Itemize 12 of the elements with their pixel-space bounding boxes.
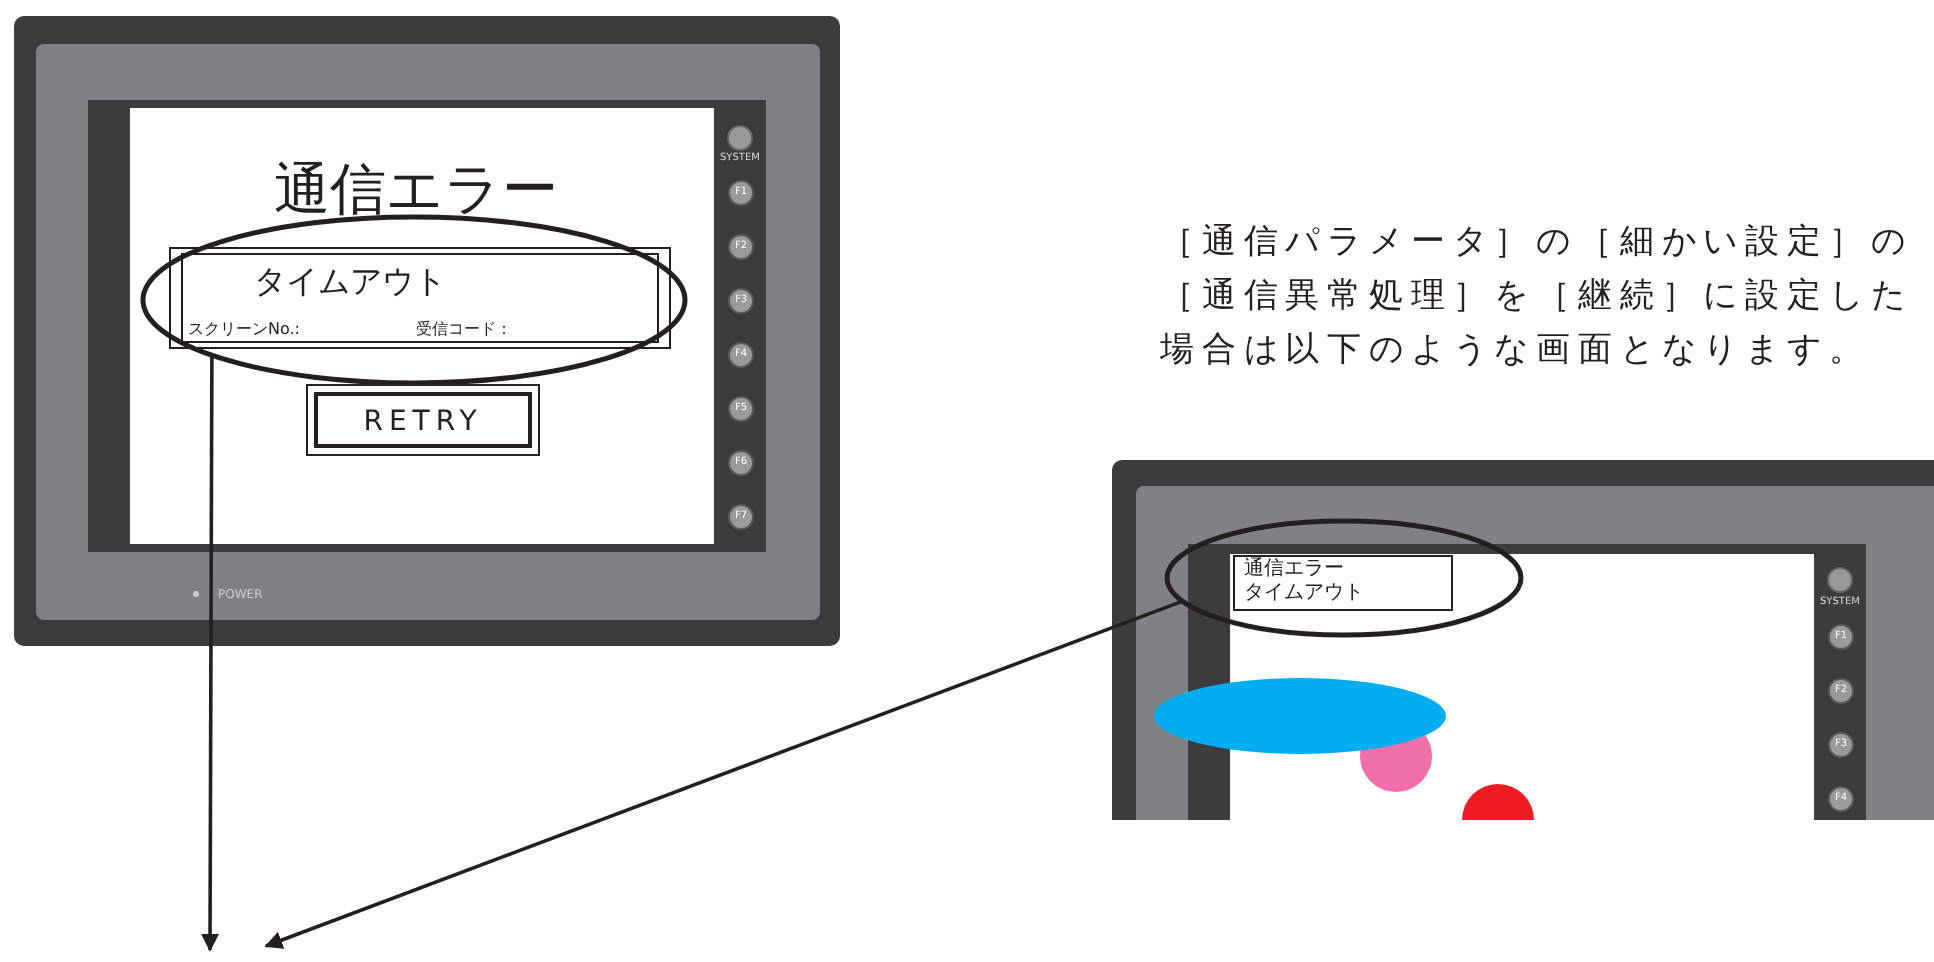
field-label: 受信コード：	[416, 318, 512, 340]
message-text: タイムアウト	[254, 262, 446, 304]
arrow	[201, 356, 220, 952]
retry-button: RETRY	[306, 384, 540, 456]
highlight-ellipse	[1164, 518, 1524, 638]
arrow	[264, 599, 1183, 949]
highlight-ellipse	[140, 214, 688, 386]
message-text: 通信エラー	[1244, 558, 1344, 582]
message-text: タイムアウト	[1244, 582, 1364, 606]
note-text: ［通信パラメータ］の［細かい設定］の［通信異常処理］を［継続］に設定した場合は以下のような画面となります。	[1160, 220, 1915, 374]
screen-title: 通信エラー	[274, 154, 558, 226]
field-label: スクリーンNo.:	[188, 318, 300, 340]
